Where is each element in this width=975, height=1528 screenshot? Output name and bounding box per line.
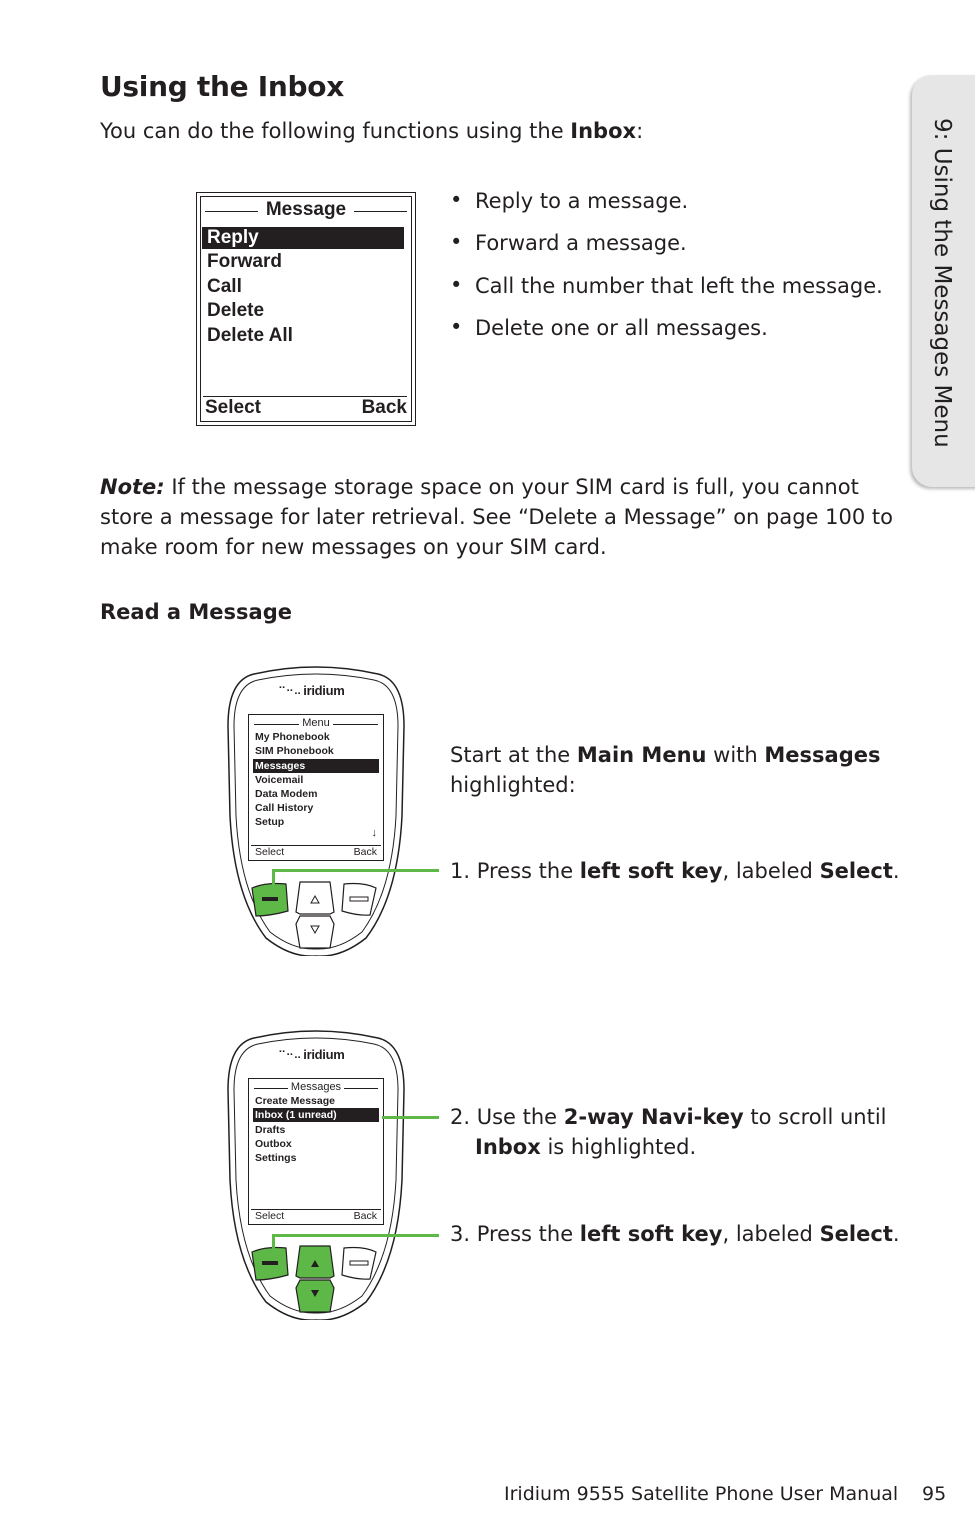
phone-illustration-messages-menu: ⠉⠒⠤iridium Messages Create Message Inbox… — [226, 1030, 406, 1320]
menu-item-settings[interactable]: Settings — [255, 1152, 297, 1164]
iridium-logo: ⠉⠒⠤iridium — [278, 1047, 345, 1062]
menu-item-outbox[interactable]: Outbox — [255, 1138, 292, 1150]
page-number: 95 — [922, 1483, 947, 1505]
soft-key-bar: Select Back — [251, 1209, 381, 1224]
menu-item-create-message[interactable]: Create Message — [255, 1095, 335, 1107]
menu-item-voicemail[interactable]: Voicemail — [255, 774, 304, 786]
phone-screen: Menu My Phonebook SIM Phonebook Messages… — [248, 714, 384, 861]
phone-illustration-main-menu: ⠉⠒⠤iridium Menu My Phonebook SIM Phonebo… — [226, 666, 406, 956]
menu-item-inbox[interactable]: Inbox (1 unread) — [253, 1108, 379, 1122]
select-soft-label[interactable]: Select — [255, 1210, 285, 1222]
chapter-tab — [912, 75, 975, 487]
chapter-tab-label: 9: Using the Messages Menu — [929, 118, 955, 448]
intro-text: You can do the following functions using… — [100, 119, 644, 143]
scroll-down-arrow-icon: ↓ — [371, 827, 378, 839]
screen-title: Messages — [249, 1081, 383, 1093]
menu-item-setup[interactable]: Setup — [255, 816, 285, 828]
callout-line — [272, 869, 275, 893]
screen-title: Menu — [249, 717, 383, 729]
screen-title: Message — [201, 199, 411, 221]
step-1: 1. Press the left soft key, labeled Sele… — [450, 859, 900, 883]
menu-item-sim-phonebook[interactable]: SIM Phonebook — [255, 745, 334, 757]
iridium-logo: ⠉⠒⠤iridium — [278, 683, 345, 698]
menu-item-drafts[interactable]: Drafts — [255, 1124, 286, 1136]
menu-item-my-phonebook[interactable]: My Phonebook — [255, 731, 330, 743]
menu-item-messages[interactable]: Messages — [253, 759, 379, 773]
page-heading: Using the Inbox — [100, 70, 344, 103]
menu-item-call[interactable]: Call — [207, 276, 242, 297]
soft-key-bar: Select Back — [203, 396, 407, 421]
menu-item-delete[interactable]: Delete — [207, 300, 265, 321]
menu-item-forward[interactable]: Forward — [207, 251, 282, 272]
step-2: 2. Use the 2-way Navi-key to scroll unti… — [450, 1105, 887, 1159]
back-soft-label[interactable]: Back — [361, 397, 407, 418]
soft-key-bar: Select Back — [251, 845, 381, 860]
callout-line — [382, 1116, 439, 1119]
callout-line — [272, 1234, 275, 1258]
section-heading: Read a Message — [100, 600, 292, 624]
step-3: 3. Press the left soft key, labeled Sele… — [450, 1222, 900, 1246]
back-soft-label[interactable]: Back — [353, 1210, 377, 1222]
message-menu-screen: Message Reply Forward Call Delete Delete… — [196, 192, 416, 426]
menu-item-reply[interactable]: Reply — [202, 227, 404, 249]
phone-screen: Messages Create Message Inbox (1 unread)… — [248, 1078, 384, 1225]
footer-title: Iridium 9555 Satellite Phone User Manual — [504, 1483, 899, 1505]
callout-line — [272, 869, 439, 872]
callout-line — [272, 1234, 439, 1237]
select-soft-label[interactable]: Select — [205, 397, 261, 418]
menu-item-data-modem[interactable]: Data Modem — [255, 788, 318, 800]
back-soft-label[interactable]: Back — [353, 846, 377, 858]
start-instruction: Start at the Main Menu with Messages hig… — [450, 743, 881, 797]
menu-item-delete-all[interactable]: Delete All — [207, 325, 293, 346]
note-paragraph: Note: If the message storage space on yo… — [100, 475, 893, 559]
select-soft-label[interactable]: Select — [255, 846, 285, 858]
menu-item-call-history[interactable]: Call History — [255, 802, 314, 814]
